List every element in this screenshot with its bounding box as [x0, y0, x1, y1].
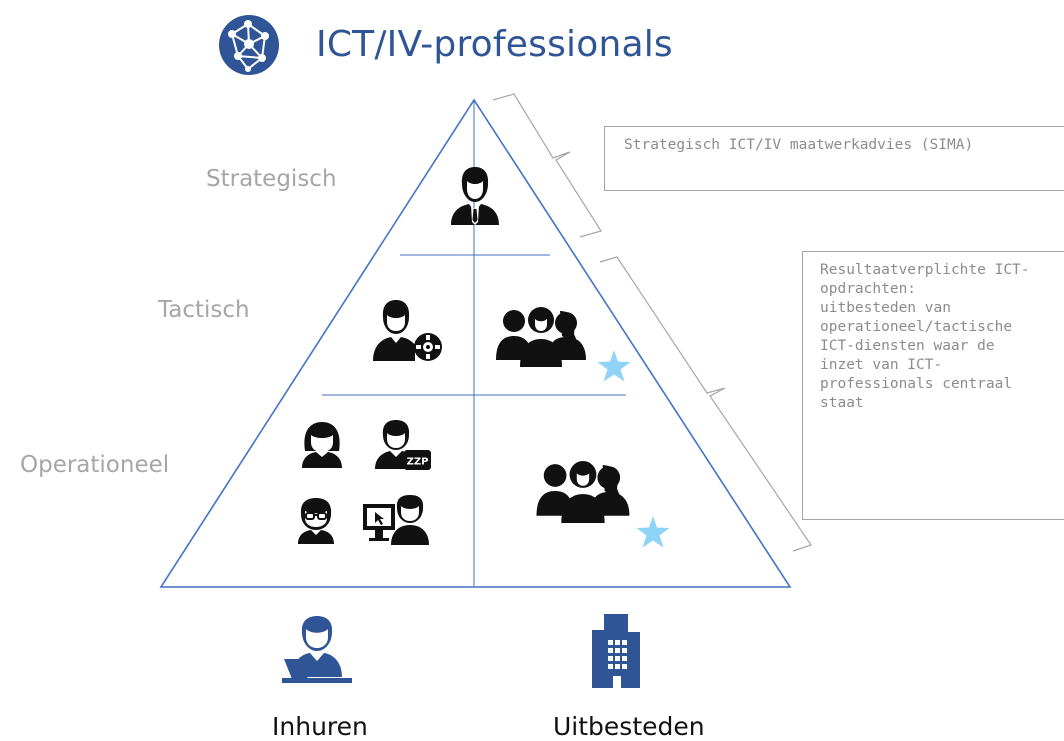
team-icon [536, 461, 630, 523]
brace-strategic [492, 93, 602, 238]
results-callout-box: Resultaatverplichte ICT- opdrachten: uit… [802, 251, 1064, 520]
level-label-operational: Operationeel [20, 452, 170, 478]
businessman-icon [451, 167, 499, 225]
team-icon [496, 307, 586, 367]
network-globe-icon [219, 15, 279, 75]
person-gear-icon [373, 300, 442, 361]
brace-results [599, 256, 812, 552]
level-label-tactical: Tactisch [158, 297, 250, 323]
person-computer-icon [363, 495, 429, 545]
star-icon [636, 516, 670, 548]
level-label-strategic: Strategisch [206, 166, 337, 192]
star-icon [597, 350, 631, 382]
person-zzp-icon: ZZP [375, 420, 431, 470]
woman-icon [302, 422, 342, 468]
uitbesteden-label: Uitbesteden [553, 712, 705, 741]
inhuren-label: Inhuren [272, 712, 368, 741]
strategic-callout-box: Strategisch ICT/IV maatwerkadvies (SIMA) [604, 126, 1064, 191]
page-title: ICT/IV-professionals [316, 24, 673, 65]
zzp-badge: ZZP [407, 457, 429, 468]
pyramid-outline [159, 98, 792, 588]
person-laptop-icon [282, 616, 352, 683]
office-building-icon [592, 614, 640, 688]
person-glasses-icon [298, 498, 334, 544]
